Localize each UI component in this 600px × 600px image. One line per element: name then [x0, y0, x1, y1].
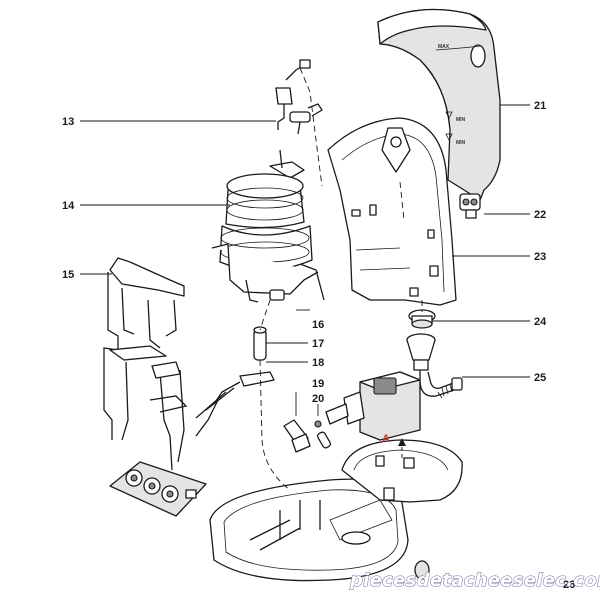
- part-hose: [406, 333, 463, 399]
- leader-lines: [80, 104, 530, 416]
- part-pump: [325, 371, 421, 457]
- callout-22: 22: [534, 209, 546, 221]
- part-frame: [103, 257, 188, 471]
- callout-20: 20: [312, 393, 324, 405]
- part-boiler: [211, 149, 325, 303]
- part-base: [209, 439, 463, 582]
- callout-25: 25: [534, 372, 546, 384]
- assembly-lines: [259, 67, 423, 491]
- part-tank-frame: [327, 117, 457, 306]
- callout-24: 24: [534, 316, 547, 328]
- watermark-text: piecesdetacheeselec.com: [349, 570, 600, 591]
- part-steam-tube: [275, 59, 323, 135]
- callout-13: 13: [62, 116, 74, 128]
- part-water-tank: MAX MIN MIN: [377, 8, 501, 201]
- part-valve: [459, 193, 481, 219]
- callout-21: 21: [534, 100, 546, 112]
- part-pipes: [195, 326, 275, 437]
- callout-14: 14: [62, 200, 75, 212]
- callout-numbers: 13 14 15 16 17 18 19 20 21 22 23 24 25 2…: [62, 100, 575, 591]
- callout-26: 26: [563, 579, 575, 591]
- callout-23: 23: [534, 251, 546, 263]
- tank-min-mark-2: MIN: [456, 140, 466, 146]
- part-elbow: [283, 419, 332, 453]
- arrow-label-a: A: [382, 433, 390, 445]
- tank-min-mark-1: MIN: [456, 117, 466, 123]
- part-control-panel: [109, 461, 207, 517]
- callout-18: 18: [312, 357, 324, 369]
- callout-17: 17: [312, 338, 324, 350]
- arrow-a: A: [382, 433, 406, 460]
- tank-max-mark: MAX: [438, 44, 450, 50]
- part-seal: [408, 309, 436, 329]
- callout-15: 15: [62, 269, 74, 281]
- callout-16: 16: [312, 319, 324, 331]
- callout-19: 19: [312, 378, 324, 390]
